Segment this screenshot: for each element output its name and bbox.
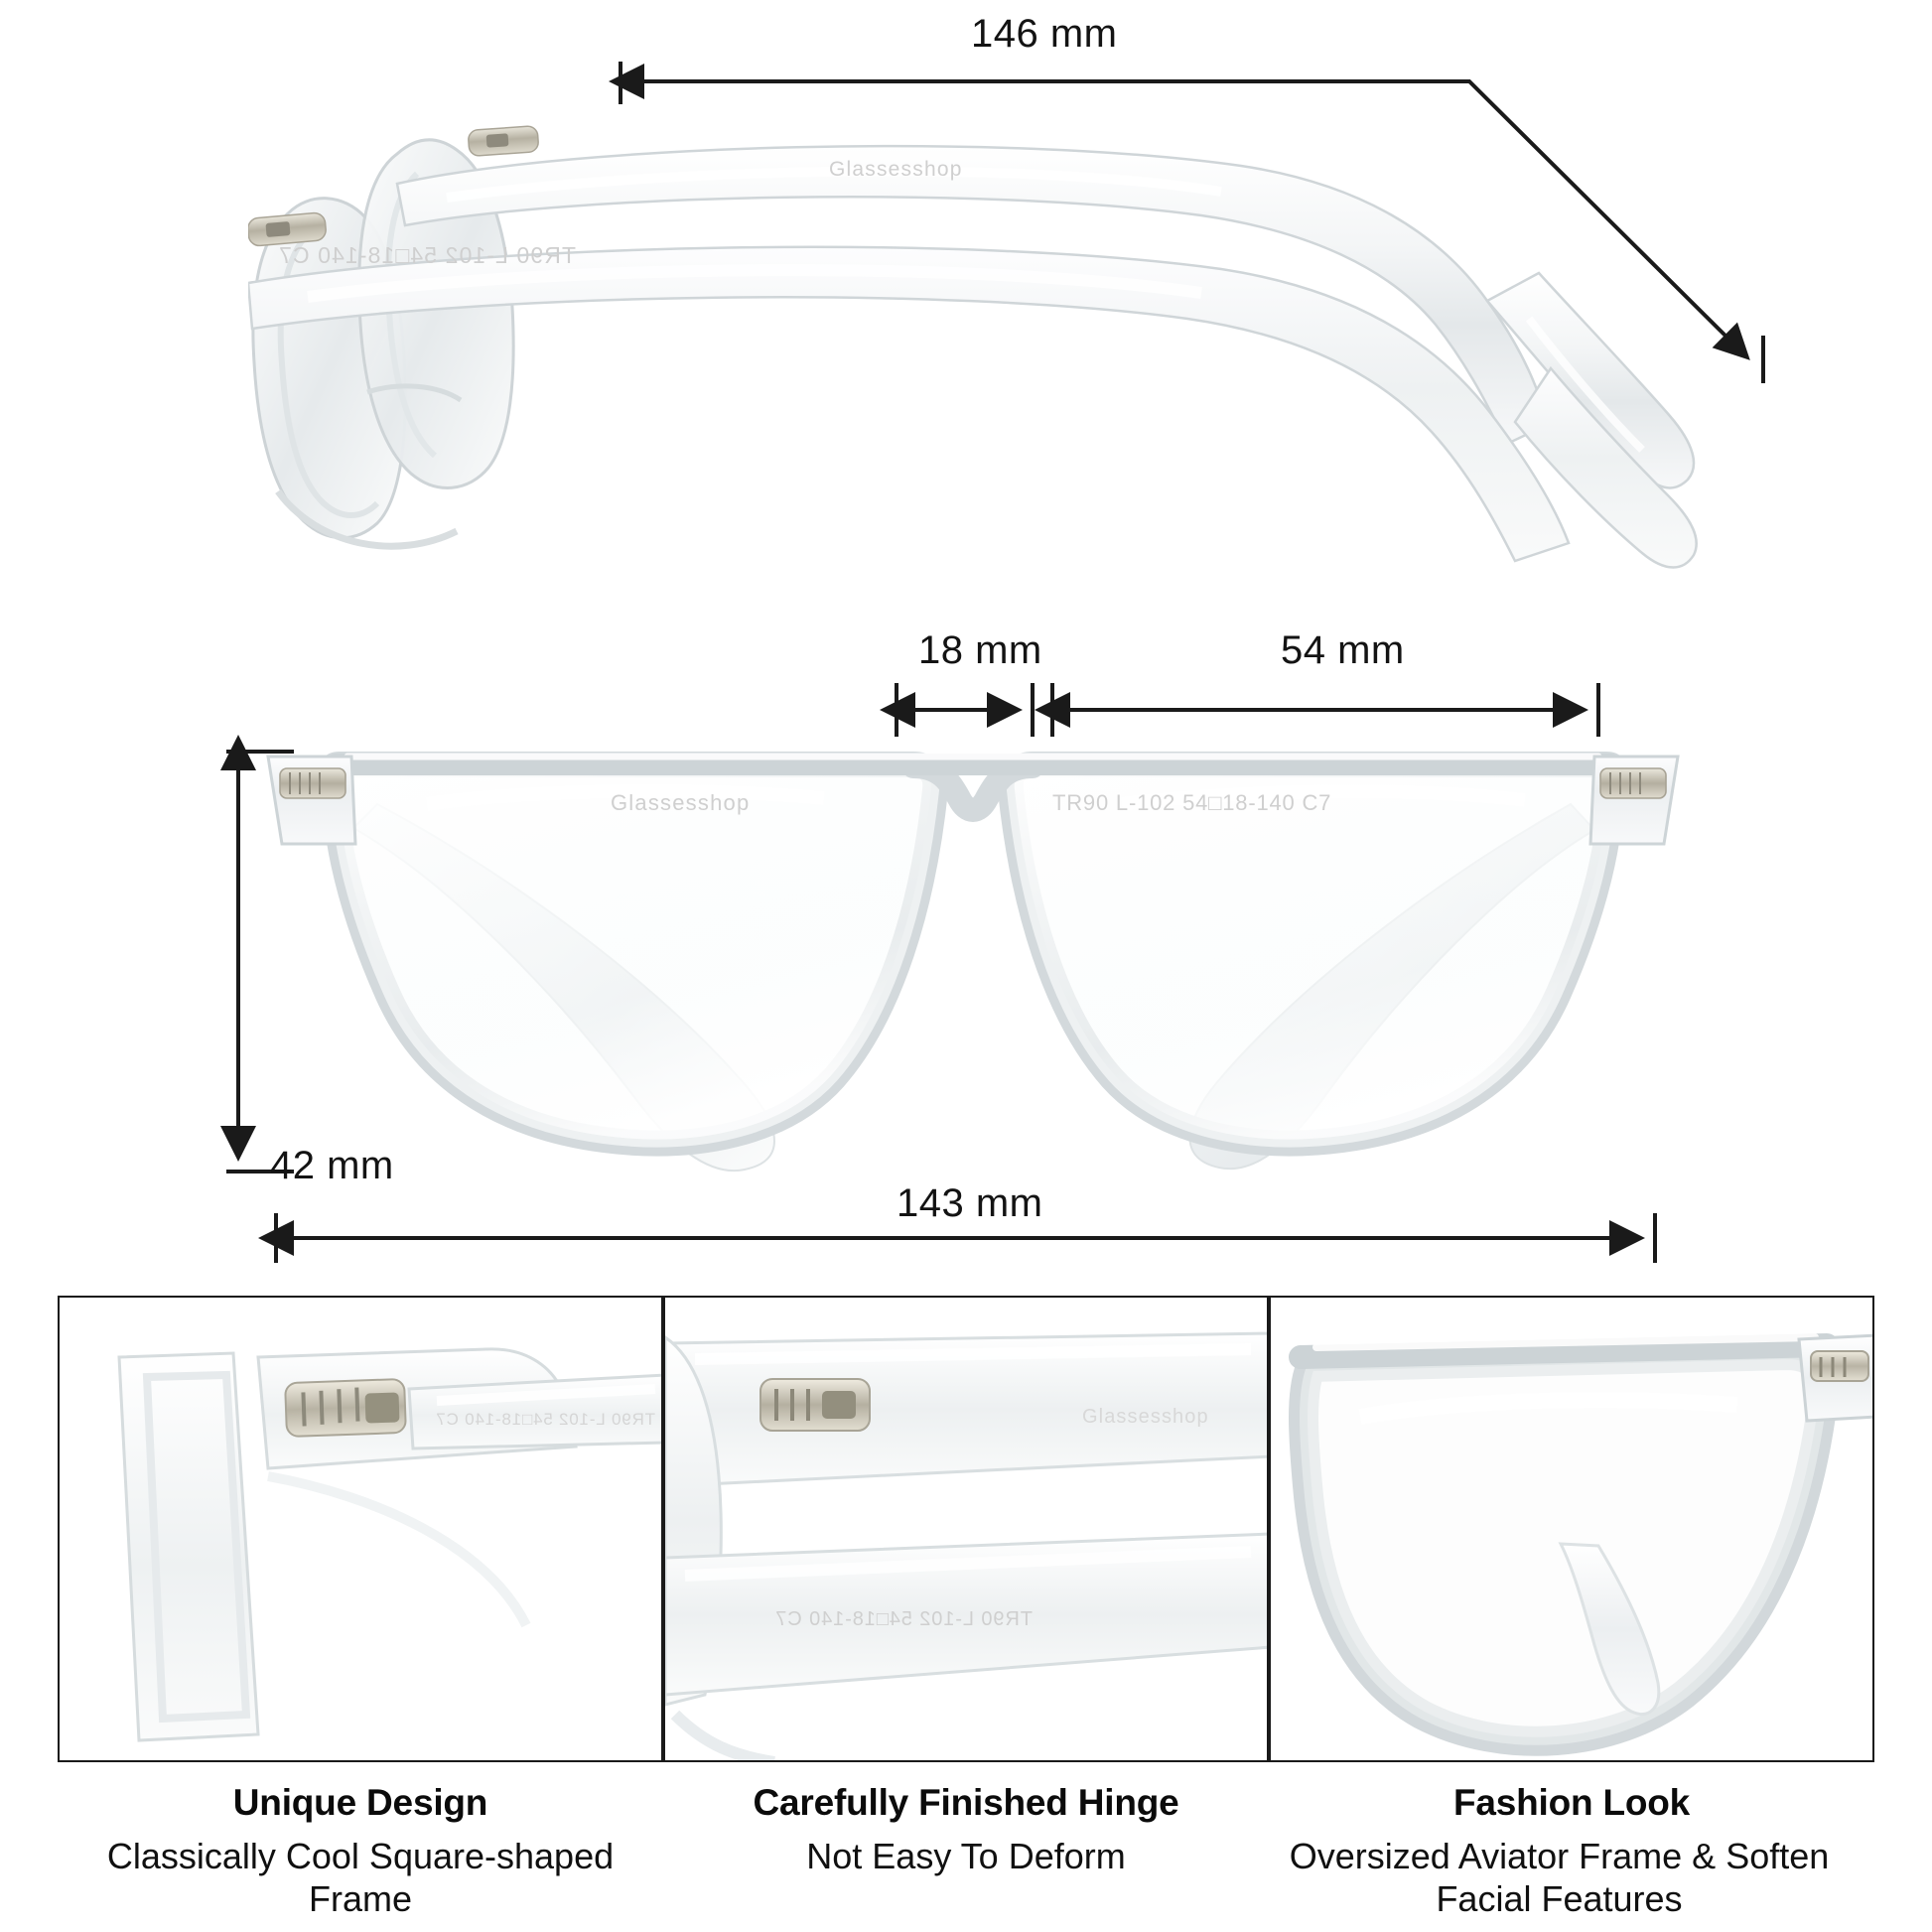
- feature-panel-unique-design: TR90 L-102 54□18-140 C7 Unique Design Cl…: [58, 1296, 663, 1932]
- glasses-front-view-photo: Glassesshop TR90 L-102 54□18-140 C7: [266, 752, 1680, 1173]
- feature-panels: TR90 L-102 54□18-140 C7 Unique Design Cl…: [0, 1296, 1932, 1932]
- brand-engraving-front: Glassesshop: [611, 790, 750, 815]
- panel-subtitle-unique-design: Classically Cool Square-shaped Frame: [106, 1835, 615, 1919]
- panel-subtitle-hinge: Not Easy To Deform: [806, 1835, 1126, 1876]
- dimension-label-temple-length: 146 mm: [971, 12, 1118, 56]
- feature-panel-hinge: Glassesshop TR90 L-102 54□18-140 C7 Care…: [663, 1296, 1269, 1932]
- dimension-label-lens-height: 42 mm: [270, 1144, 394, 1187]
- dimension-label-total-width: 143 mm: [897, 1181, 1043, 1225]
- svg-text:TR90 L-102 54□18-140 C7: TR90 L-102 54□18-140 C7: [436, 1410, 655, 1429]
- svg-text:Glassesshop: Glassesshop: [1082, 1406, 1209, 1428]
- frame-front: [266, 752, 1680, 1157]
- dimension-label-bridge-width: 18 mm: [918, 628, 1042, 672]
- brand-engraving-upper: Glassesshop: [829, 158, 963, 181]
- panel-title-hinge: Carefully Finished Hinge: [753, 1782, 1179, 1823]
- panel-title-unique-design: Unique Design: [232, 1782, 488, 1823]
- glasses-side-view-photo: Glassesshop TR90 L-102 54□18-140 C7: [248, 125, 1698, 569]
- svg-text:TR90 L-102 54□18-140 C7: TR90 L-102 54□18-140 C7: [774, 1608, 1033, 1630]
- model-engraving-mirrored: TR90 L-102 54□18-140 C7: [278, 242, 576, 268]
- hinge-metal-left: [279, 767, 346, 799]
- dimension-label-lens-width: 54 mm: [1281, 628, 1405, 672]
- panel-photo-hinge: Glassesshop TR90 L-102 54□18-140 C7: [663, 1296, 1269, 1762]
- feature-panel-fashion-look: Fashion Look Oversized Aviator Frame & S…: [1269, 1296, 1874, 1932]
- panel-title-fashion-look: Fashion Look: [1452, 1782, 1691, 1823]
- panel-photo-unique-design: TR90 L-102 54□18-140 C7: [58, 1296, 663, 1762]
- model-engraving-front: TR90 L-102 54□18-140 C7: [1052, 790, 1331, 815]
- hinge-metal-right: [1599, 767, 1667, 799]
- panel-subtitle-fashion-look: Oversized Aviator Frame & Soften Facial …: [1289, 1835, 1830, 1919]
- panel-photo-fashion-look: [1269, 1296, 1874, 1762]
